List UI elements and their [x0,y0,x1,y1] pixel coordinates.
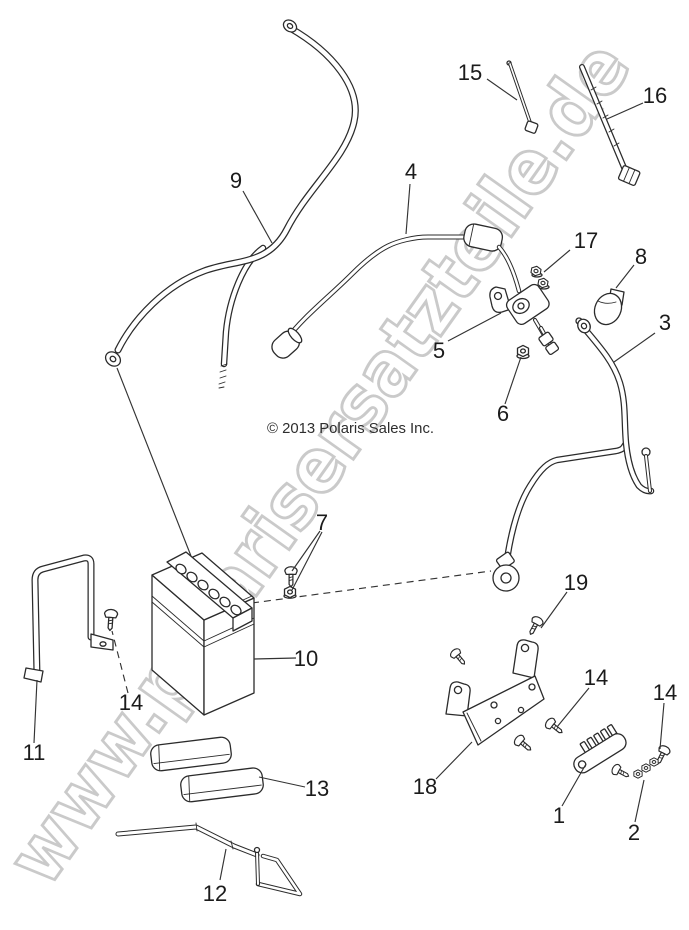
part-7-bolt-nut [283,566,298,599]
part-9-cable [104,19,356,389]
callout-6: 6 [497,401,509,426]
part-14-screw-left [102,608,119,632]
callout-10: 10 [294,646,318,671]
callout-12: 12 [203,881,227,906]
callout-2: 2 [628,820,640,845]
callout-14: 14 [653,680,677,705]
callout-18: 18 [413,774,437,799]
part-15-bolt [506,60,539,134]
part-6-nut [516,344,530,360]
callout-14: 14 [584,665,608,690]
copyright-text: © 2013 Polaris Sales Inc. [267,420,434,437]
callout-17: 17 [574,228,598,253]
part-5-solenoid [489,283,560,356]
terminal-bolt [641,447,652,493]
terminal-block-bolt [609,762,632,782]
callout-16: 16 [643,83,667,108]
assembly-line-cable9-to-battery [116,367,192,557]
callout-14: 14 [119,690,143,715]
stripped-wire-end [218,363,228,389]
part-12-rod [118,822,300,894]
part-4-cable [271,223,519,359]
callout-4: 4 [405,159,417,184]
callout-15: 15 [458,60,482,85]
part-10-battery [151,551,255,716]
callout-1: 1 [553,803,565,828]
part-2-nuts [633,757,659,779]
callout-19: 19 [564,570,588,595]
part-1-terminal-block [573,724,627,774]
bracket-screw-upper [448,646,470,669]
callout-9: 9 [230,168,242,193]
part-13-foam-pads [150,736,264,803]
part-8-terminal-boot [593,288,625,326]
part-19-screw [524,614,546,638]
part-18-bracket [445,639,545,746]
callout-13: 13 [305,776,329,801]
part-3-cable [492,317,652,592]
part-14-screw-mid [542,715,567,738]
callout-5: 5 [433,338,445,363]
callout-7: 7 [316,510,328,535]
part-11-strap [23,558,114,683]
leader-lines [33,78,665,881]
callout-3: 3 [659,310,671,335]
part-17-nuts [530,264,550,290]
callout-8: 8 [635,244,647,269]
callout-11: 11 [23,740,46,765]
battery-clamp [492,551,520,592]
part-16-bolt [582,67,641,186]
battery-cell-caps [175,563,242,616]
bracket-screw-lower [511,732,536,756]
